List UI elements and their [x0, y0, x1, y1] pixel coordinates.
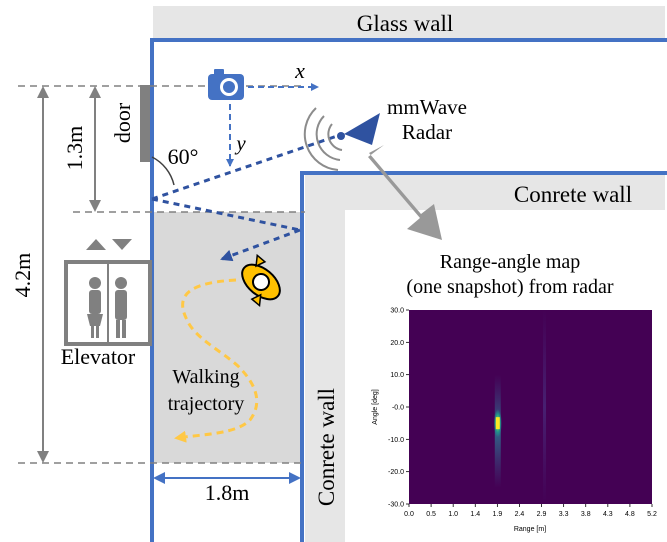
radar-beam-lower [151, 197, 301, 232]
dimension-width-label: 1.8m [205, 480, 250, 505]
heatmap-faint-streak [543, 310, 547, 504]
x-tick-label: 2.4 [515, 511, 525, 518]
x-tick-label: 3.3 [559, 511, 569, 518]
heatmap-hotspot-core [495, 417, 500, 430]
dimension-door-offset-label: 1.3m [62, 126, 87, 171]
map-caption-line2: (one snapshot) from radar [406, 276, 613, 298]
radar-icon [303, 107, 380, 171]
heatmap-xlabel: Range [m] [514, 526, 546, 533]
heatmap-plot-area [409, 310, 652, 504]
glass-wall-label: Glass wall [357, 11, 453, 36]
y-tick-label: 10.0 [390, 372, 404, 379]
walking-area [152, 212, 304, 463]
door-label: door [110, 102, 135, 143]
x-tick-label: 1.4 [470, 511, 480, 518]
x-axis-label: x [294, 58, 305, 83]
walking-trajectory-path [174, 278, 259, 443]
y-tick-label: 30.0 [390, 308, 404, 315]
radar-beam-reflect [220, 228, 301, 262]
walking-label-line2: trajectory [168, 393, 245, 415]
radar-label-line1: mmWave [387, 95, 467, 119]
elevator-icon [64, 239, 152, 346]
y-tick-label: -30.0 [388, 502, 404, 509]
walking-label-line1: Walking [172, 366, 239, 388]
range-angle-heatmap: 0.0 0.5 1.0 1.4 1.9 2.4 2.9 3.3 3.8 4.3 4.8 5.2 30.… [372, 308, 657, 534]
y-tick-label: 20.0 [390, 340, 404, 347]
blue-wall-inner-corner [300, 171, 667, 542]
x-tick-label: 4.3 [603, 511, 613, 518]
x-tick-label: 1.0 [448, 511, 458, 518]
x-tick-label: 1.9 [492, 511, 502, 518]
x-tick-label: 4.8 [625, 511, 635, 518]
heatmap-ylabel: Angle [deg] [372, 389, 379, 424]
y-tick-label: -20.0 [388, 469, 404, 476]
angle-label: 60° [168, 144, 199, 169]
camera-icon [208, 69, 244, 100]
blue-wall-left-top [150, 38, 667, 542]
y-axis-label: y [234, 131, 246, 155]
radar-to-map-arrow [368, 145, 442, 240]
radar-label-line2: Radar [402, 120, 452, 144]
x-tick-label: 3.8 [581, 511, 591, 518]
walking-person-icon [241, 253, 281, 308]
concrete-wall-v-band [305, 210, 345, 542]
x-tick-label: 0.5 [426, 511, 436, 518]
dimension-total-label: 4.2m [10, 253, 35, 298]
x-tick-label: 2.9 [537, 511, 547, 518]
x-tick-label: 5.2 [647, 511, 657, 518]
concrete-wall-v-label: Conrete wall [314, 388, 339, 506]
concrete-wall-h-band [305, 175, 665, 210]
y-tick-label: -10.0 [388, 437, 404, 444]
y-tick-label: -0.0 [392, 405, 404, 412]
x-tick-label: 0.0 [404, 511, 414, 518]
angle-arc [151, 156, 175, 186]
glass-wall-band [153, 6, 665, 39]
door-panel [140, 85, 150, 162]
map-caption-line1: Range-angle map [440, 251, 581, 273]
concrete-wall-h-label: Conrete wall [514, 182, 632, 207]
elevator-label: Elevator [61, 344, 136, 369]
radar-beam-upper [151, 133, 341, 201]
